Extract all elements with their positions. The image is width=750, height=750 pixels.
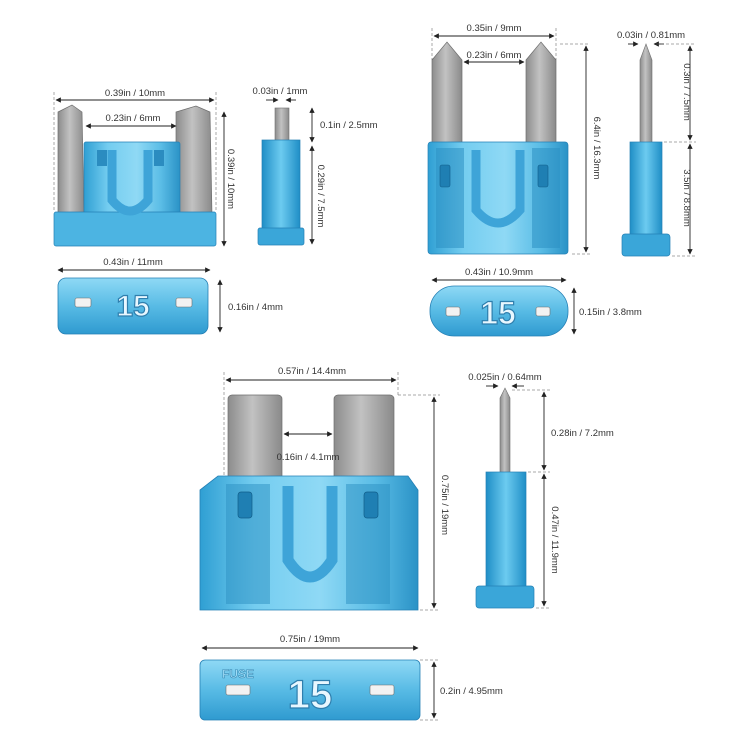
standard-fuse-top-depth-label: 0.2in / 4.95mm [440, 686, 503, 697]
mini-fuse-side-top-label: 0.1in / 2.5mm [320, 120, 378, 131]
mini-fuse-rating: 15 [116, 290, 149, 323]
mini-fuse-right-blade [175, 105, 213, 216]
low-profile-fuse-side-bottom-label: 3.5in / 8.8mm [681, 169, 692, 227]
low-profile-fuse-top-depth-label: 0.15in / 3.8mm [579, 307, 642, 318]
mini-fuse-blade-gap-label: 0.23in / 6mm [106, 113, 161, 124]
mini-fuse-side-thickness-label: 0.03in / 1mm [253, 86, 308, 97]
low-profile-fuse-blade-gap-label: 0.23in / 6mm [467, 50, 522, 61]
low-profile-fuse-top-width-label: 0.43in / 10.9mm [465, 267, 533, 278]
standard-fuse-left-blade [227, 394, 283, 486]
standard-fuse-side-top-label: 0.28in / 7.2mm [551, 428, 614, 439]
low-profile-fuse-dimensions: 0.35in / 9mm 0.23in / 6mm 6.4in / 16.3mm… [431, 23, 696, 335]
low-profile-fuse-right-blade [525, 41, 557, 151]
standard-fuse-front-view [199, 394, 419, 611]
standard-fuse-top-view: FUSE 15 [199, 659, 421, 721]
standard-fuse-rating: 15 [288, 673, 333, 717]
mini-fuse-top-depth-label: 0.16in / 4mm [228, 302, 283, 313]
mini-fuse-dimensions: 0.39in / 10mm 0.23in / 6mm 0.39in / 10mm… [53, 86, 378, 333]
mini-fuse-side-bottom-label: 0.29in / 7.5mm [315, 165, 326, 228]
mini-fuse-top-width-label: 0.43in / 11mm [103, 257, 163, 268]
mini-fuse-element [107, 150, 153, 216]
standard-fuse-top-width-label: 0.75in / 19mm [280, 634, 340, 645]
mini-fuse-width-label: 0.39in / 10mm [105, 88, 165, 99]
mini-fuse-top-view: 15 [57, 277, 209, 335]
standard-fuse-right-blade [333, 394, 395, 486]
standard-fuse-blade-gap-label: 0.16in / 4.1mm [277, 452, 340, 463]
standard-fuse-side-bottom-label: 0.47in / 11.9mm [549, 506, 560, 574]
mini-fuse-height-label: 0.39in / 10mm [225, 149, 236, 209]
standard-fuse-dimensions: 0.57in / 14.4mm 0.16in / 4.1mm 0.75in / … [201, 366, 614, 721]
standard-fuse-fuse-text: FUSE [222, 667, 254, 681]
standard-fuse-element [282, 486, 338, 583]
mini-fuse-left-blade [57, 104, 85, 216]
standard-fuse-width-label: 0.57in / 14.4mm [278, 366, 346, 377]
low-profile-fuse-front-view [427, 41, 569, 255]
standard-fuse-height-label: 0.75in / 19mm [439, 475, 450, 535]
low-profile-fuse-side-top-label: 0.3in / 7.5mm [681, 63, 692, 121]
mini-fuse-front-view [53, 104, 217, 247]
mini-fuse-side-view [257, 107, 305, 246]
low-profile-fuse-side-thickness-label: 0.03in / 0.81mm [617, 30, 685, 41]
low-profile-fuse-side-view [621, 43, 671, 257]
standard-fuse-side-thickness-label: 0.025in / 0.64mm [468, 372, 541, 383]
low-profile-fuse-left-blade [431, 41, 463, 151]
standard-fuse-side-view [475, 387, 535, 609]
low-profile-fuse-height-label: 6.4in / 16.3mm [591, 117, 602, 180]
low-profile-fuse-rating: 15 [480, 295, 516, 331]
low-profile-fuse-width-label: 0.35in / 9mm [467, 23, 522, 34]
low-profile-fuse-top-view: 15 [429, 285, 569, 337]
low-profile-fuse-element [471, 150, 525, 228]
